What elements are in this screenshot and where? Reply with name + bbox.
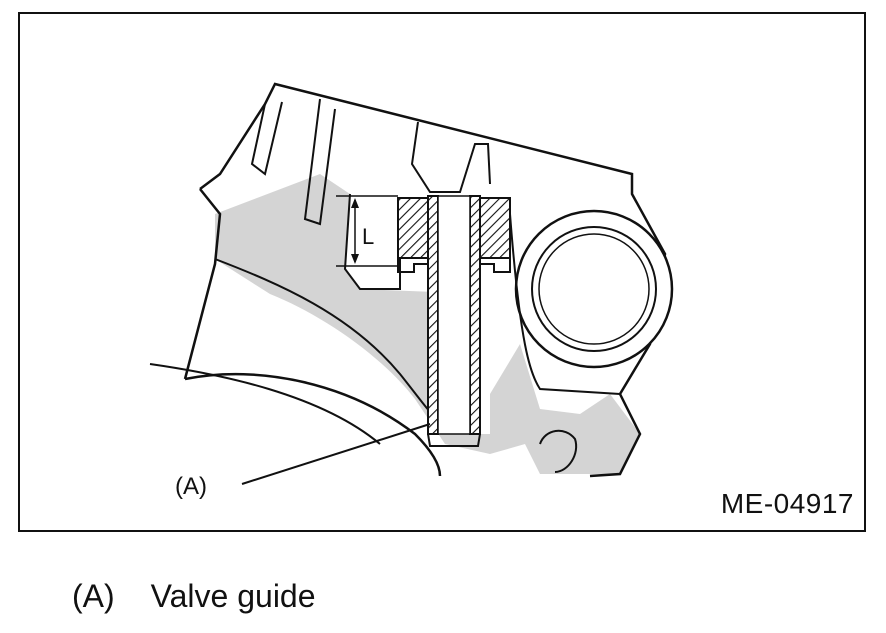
figure-id-label: ME-04917 [720,488,854,519]
port-edge [509,213,621,395]
callout-label: (A) [175,473,207,500]
boss-bottom-right [480,258,511,273]
cylinder-head-diagram: L (A) [149,82,674,500]
boss-left-hatch [397,197,429,259]
legend: (A) Valve guide [72,578,316,615]
rib-mid [303,98,336,226]
legend-text: Valve guide [150,578,316,614]
valve-port-inner [538,233,650,345]
valve-guide-right-wall [469,195,481,435]
dimension-arrow-down [351,254,359,264]
boss-right-hatch [479,197,511,259]
valve-guide-left-wall [427,195,439,435]
head-outline-lower [589,393,642,478]
boss-bottom-left [397,258,428,273]
lower-port-detail [539,429,578,473]
left-curve [149,363,381,445]
valve-guide-bottom [427,433,481,447]
dimension-label: L [362,224,374,249]
head-left-edge [183,188,222,380]
dimension-arrow-up [351,198,359,208]
lower-contour [184,372,442,477]
valve-guide-bore [437,195,471,435]
inner-contour [214,258,439,420]
rib-left [250,101,283,176]
legend-key: (A) [72,578,115,614]
rib-mid2 [343,193,401,290]
callout-leader [241,423,431,485]
figure-frame: L (A) ME-04917 [18,12,866,532]
valve-stem-top [410,121,491,193]
